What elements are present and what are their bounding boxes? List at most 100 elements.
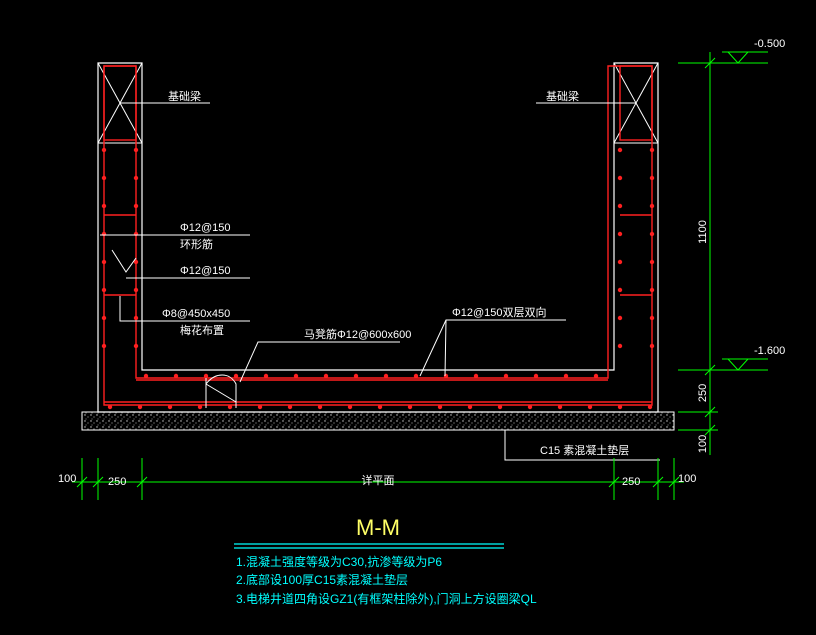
rebar-dot [317,404,323,410]
rebar-dot [497,404,503,410]
rebar-dot [347,404,353,410]
rebar-dot [617,231,623,237]
rebar-dot [137,404,143,410]
rebar-dot [563,373,569,379]
dim-right-wall: 250 [622,476,640,488]
rebar-dot [353,373,359,379]
rebar-dot [617,175,623,181]
rebar-dot [101,175,107,181]
rebar-dot [649,203,655,209]
rebar-dot [649,147,655,153]
note-1: 1.混凝土强度等级为C30,抗渗等级为P6 [236,554,442,569]
rebar-cage [103,65,653,406]
rebar-dot [133,231,139,237]
rebar-dot [133,315,139,321]
rebar-dot [323,373,329,379]
rebar-dot [101,231,107,237]
rebar-dot [587,404,593,410]
rebar-dot [649,231,655,237]
rebar-dot [101,259,107,265]
rebar-dot [533,373,539,379]
plum-spec: Φ8@450x450 [162,308,230,320]
bottom-dimension-line [72,458,684,500]
rebar-dot [407,404,413,410]
rebar-dots [101,147,655,410]
rebar-dot [101,147,107,153]
rebar-dot [143,373,149,379]
rebar-dot [101,287,107,293]
rebar-dot [377,404,383,410]
rebar-dot [617,147,623,153]
chair-rebar-label: 马凳筋Φ12@600x600 [304,327,411,341]
rebar-dot [503,373,509,379]
rebar-dot [413,373,419,379]
concrete-outline [97,62,659,413]
rebar-dot [617,203,623,209]
rebar-dot [649,175,655,181]
rebar-dot [133,287,139,293]
dim-cushion: 100 [697,435,709,453]
rebar-dot [133,147,139,153]
note-2: 2.底部设100厚C15素混凝土垫层 [236,572,408,587]
rebar-dot [227,404,233,410]
vertical-rebar-spec: Φ12@150 [180,265,231,277]
rebar-dot [203,373,209,379]
leader-lines [100,102,660,461]
rebar-dot [437,404,443,410]
right-dimension-line [678,52,718,455]
plum-name: 梅花布置 [180,323,224,337]
elevation-top: -0.500 [754,38,785,50]
cushion-label: C15 素混凝土垫层 [540,443,629,457]
rebar-dot [649,343,655,349]
rebar-dot [443,373,449,379]
rebar-dot [263,373,269,379]
dim-left-outer: 100 [58,473,76,485]
dim-right-outer: 100 [678,473,696,485]
dim-height: 1100 [697,220,709,244]
rebar-dot [617,404,623,410]
ring-rebar-name: 环形筋 [180,237,213,251]
rebar-dot [133,203,139,209]
rebar-dot [649,259,655,265]
rebar-dot [527,404,533,410]
beam-label-left: 基础梁 [168,89,201,103]
rebar-dot [287,404,293,410]
rebar-dot [257,404,263,410]
rebar-dot [647,404,653,410]
note-3: 3.电梯井道四角设GZ1(有框架柱除外),门洞上方设圈梁QL [236,591,537,606]
rebar-dot [617,315,623,321]
section-title: M-M [356,515,400,540]
dim-left-wall: 250 [108,476,126,488]
ring-rebar-spec: Φ12@150 [180,222,231,234]
rebar-dot [173,373,179,379]
rebar-dot [593,373,599,379]
rebar-dot [617,287,623,293]
rebar-dot [167,404,173,410]
rebar-dot [473,373,479,379]
rebar-dot [133,343,139,349]
rebar-dot [617,343,623,349]
rebar-dot [617,259,623,265]
rebar-dot [649,315,655,321]
rebar-dot [133,259,139,265]
beam-label-right: 基础梁 [546,89,579,103]
rebar-dot [383,373,389,379]
rebar-dot [293,373,299,379]
rebar-dot [467,404,473,410]
rebar-dot [233,373,239,379]
dim-middle: 详平面 [362,473,395,487]
rebar-dot [133,175,139,181]
elevation-marks [678,51,768,371]
rebar-dot [101,203,107,209]
cushion-layer [81,411,675,431]
chair-rebar-symbol [205,374,237,408]
rebar-dot [107,404,113,410]
dim-slab: 250 [697,384,709,402]
rebar-dot [101,315,107,321]
bottom-rebar-label: Φ12@150双层双向 [452,305,547,319]
rebar-dot [557,404,563,410]
rebar-dot [649,287,655,293]
rebar-dot [101,343,107,349]
rebar-dot [197,404,203,410]
